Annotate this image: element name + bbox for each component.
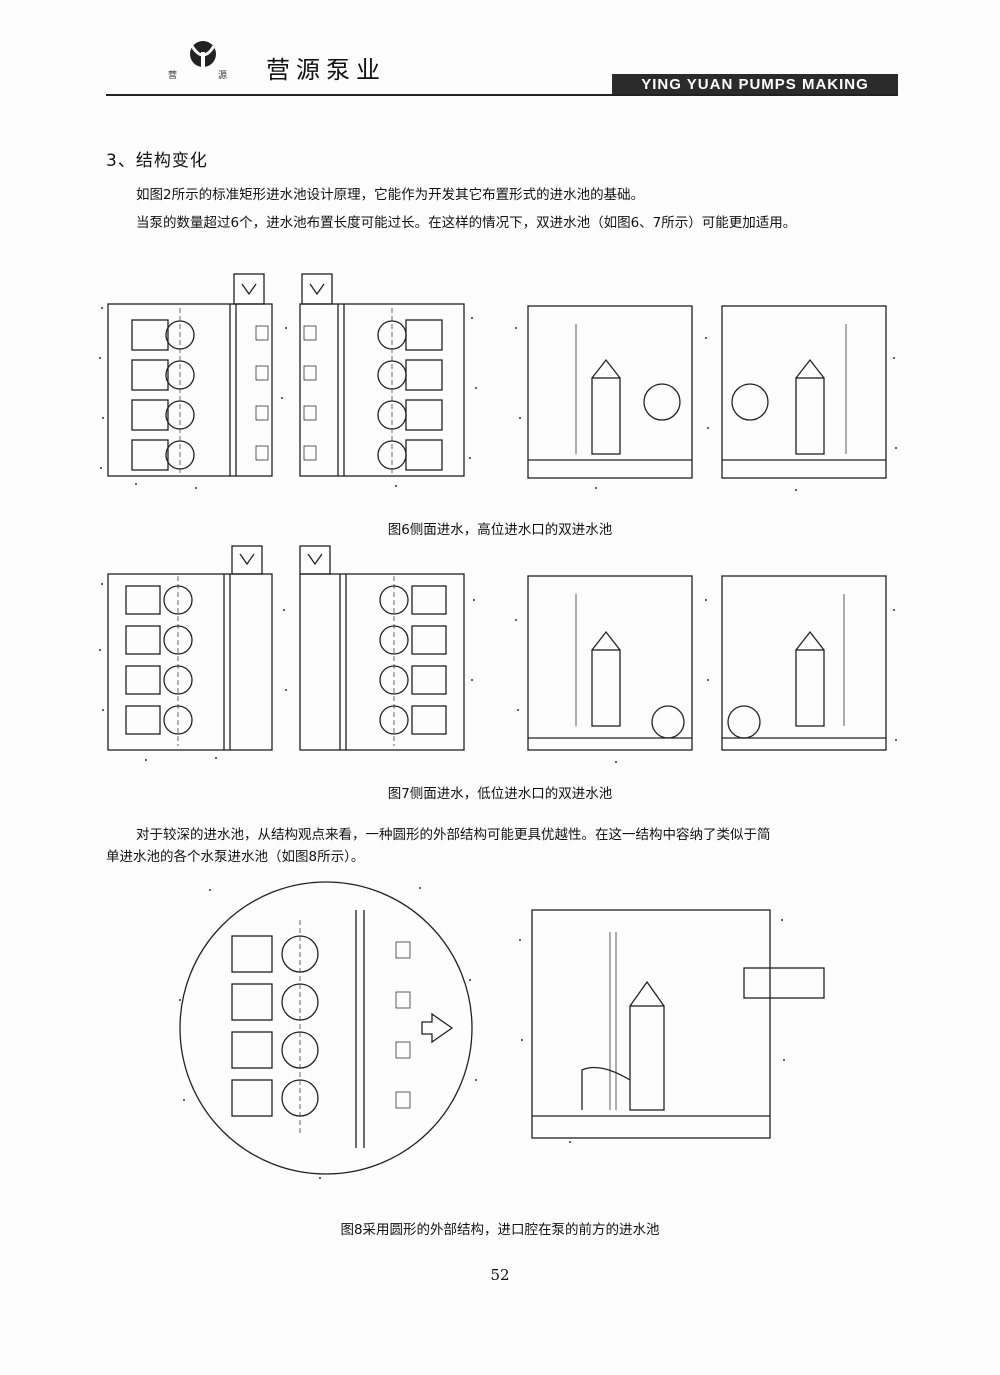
pump-row-left: [125, 585, 193, 735]
pump-section-left: [575, 594, 685, 739]
figure-6-drawing: [99, 273, 897, 491]
paragraph-1: 如图2所示的标准矩形进水池设计原理，它能作为开发其它布置形式的进水池的基础。: [136, 187, 645, 203]
pump-row-circular: [231, 935, 319, 1117]
brand-name: 营源泵业: [266, 56, 386, 84]
pump-row-left: [131, 319, 195, 471]
figure-8-caption: 图8采用圆形的外部结构，进口腔在泵的前方的进水池: [340, 1222, 660, 1238]
section-title: 3、结构变化: [106, 151, 208, 171]
inflow-arrow-icon: [421, 1012, 454, 1044]
pump-section-left: [575, 324, 681, 455]
pump-row-right: [379, 585, 447, 735]
paragraph-3-line-2: 单进水池的各个水泵进水池（如图8所示）。: [106, 849, 365, 865]
figure-7-drawing: [99, 545, 897, 763]
figure-6-caption: 图6侧面进水，高位进水口的双进水池: [387, 522, 613, 538]
paragraph-3-line-1: 对于较深的进水池，从结构观点来看，一种圆形的外部结构可能更具优越性。在这一结构中…: [136, 827, 771, 843]
pump-row-right: [377, 319, 443, 471]
header-rule: [106, 94, 898, 96]
inlet-pipe: [743, 967, 825, 999]
logo-right-char: 源: [218, 71, 228, 81]
pump-section-right: [727, 594, 845, 739]
figure-7-caption: 图7侧面进水，低位进水口的双进水池: [387, 786, 613, 802]
english-brand-banner: YING YUAN PUMPS MAKING: [612, 74, 898, 96]
company-logo: 营 源: [168, 38, 234, 81]
pump-section-right: [731, 324, 847, 455]
figure-8-drawing: [179, 881, 825, 1179]
logo-left-char: 营: [168, 71, 178, 81]
logo-emblem: [190, 41, 216, 68]
paragraph-2: 当泵的数量超过6个，进水池布置长度可能过长。在这样的情况下，双进水池（如图6、7…: [136, 215, 797, 231]
pump-section: [581, 932, 665, 1111]
page-number: 52: [490, 1266, 510, 1284]
